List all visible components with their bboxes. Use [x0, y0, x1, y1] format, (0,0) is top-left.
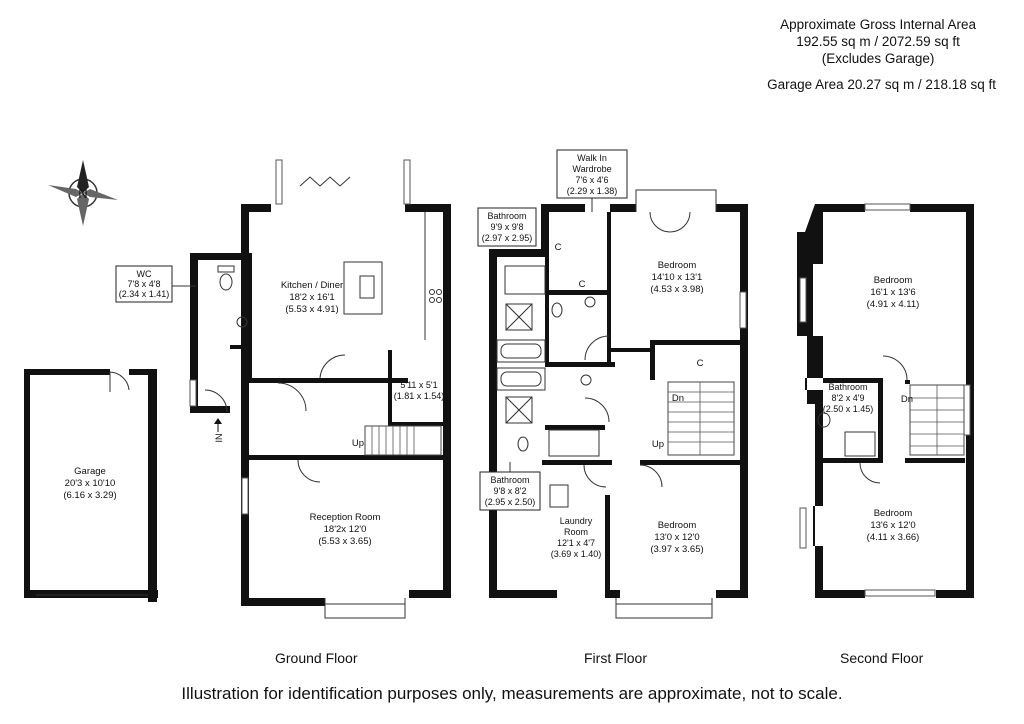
- bed4-imperial: 13'6 x 12'0: [870, 520, 915, 531]
- gross-internal-area: Approximate Gross Internal Area 192.55 s…: [780, 16, 976, 67]
- first-floor-plan: C C C Dn Up Bedroom 14'10 x 13'1 (4.53 x…: [477, 149, 748, 619]
- bed2-imperial: 13'0 x 12'0: [654, 532, 699, 543]
- area-value: 192.55 sq m / 2072.59 sq ft: [796, 34, 960, 49]
- compass-icon: N: [48, 160, 118, 226]
- laundry-name-2: Room: [564, 527, 588, 537]
- bath2-name: Bathroom: [490, 475, 529, 485]
- ground-floor-label: Ground Floor: [275, 650, 358, 666]
- wc-metric: (2.34 x 1.41): [119, 289, 170, 299]
- laundry-imperial: 12'1 x 4'7: [557, 538, 595, 548]
- reception-metric: (5.53 x 3.65): [318, 536, 371, 547]
- garage-area: Garage Area 20.27 sq m / 218.18 sq ft: [767, 77, 996, 92]
- area-title: Approximate Gross Internal Area: [780, 17, 976, 32]
- bath2-imperial: 9'8 x 8'2: [494, 486, 527, 496]
- bed3-metric: (4.91 x 4.11): [867, 299, 920, 310]
- bed3-imperial: 16'1 x 13'6: [870, 287, 915, 298]
- laundry-name-1: Laundry: [560, 516, 593, 526]
- walk-in-name-1: Walk In: [577, 153, 607, 163]
- bed4-name: Bedroom: [874, 508, 913, 519]
- wc-name: WC: [137, 269, 152, 279]
- compass-label: N: [78, 186, 87, 201]
- ground-floor-plan: IN Kitchen / Diner 18'2 x 16'1 (5.53 x 4…: [115, 159, 451, 619]
- bath3-metric: (2.50 x 1.45): [823, 404, 874, 414]
- garage-metric: (6.16 x 3.29): [63, 490, 116, 501]
- kitchen-metric: (5.53 x 4.91): [285, 304, 338, 315]
- second-stairs-down: Dn: [901, 394, 913, 405]
- bed1-imperial: 14'10 x 13'1: [652, 272, 703, 283]
- entrance-label: IN: [214, 434, 224, 443]
- bed2-metric: (3.97 x 3.65): [650, 544, 703, 555]
- bath1-imperial: 9'9 x 9'8: [491, 222, 524, 232]
- cupboard-label-2: C: [579, 279, 586, 290]
- wc-imperial: 7'8 x 4'8: [128, 279, 161, 289]
- kitchen-name: Kitchen / Diner: [281, 280, 343, 291]
- bed3-name: Bedroom: [874, 275, 913, 286]
- area-note: (Excludes Garage): [821, 51, 935, 66]
- garage-name: Garage: [74, 466, 106, 477]
- walk-in-name-2: Wardrobe: [572, 164, 611, 174]
- laundry-metric: (3.69 x 1.40): [551, 549, 602, 559]
- bed4-metric: (4.11 x 3.66): [867, 532, 920, 543]
- garage-imperial: 20'3 x 10'10: [65, 478, 116, 489]
- first-stairs-up: Up: [652, 439, 664, 450]
- reception-name: Reception Room: [310, 512, 381, 523]
- second-floor-label: Second Floor: [840, 650, 924, 666]
- bath3-name: Bathroom: [828, 382, 867, 392]
- garage-plan: Garage 20'3 x 10'10 (6.16 x 3.29): [24, 369, 158, 602]
- bed1-metric: (4.53 x 3.98): [650, 284, 703, 295]
- walk-in-metric: (2.29 x 1.38): [567, 186, 618, 196]
- first-stairs-down: Dn: [672, 393, 684, 404]
- bath3-imperial: 8'2 x 4'9: [832, 393, 865, 403]
- first-floor-label: First Floor: [584, 650, 647, 666]
- reception-imperial: 18'2x 12'0: [324, 524, 367, 535]
- second-floor-plan: Bedroom 16'1 x 13'6 (4.91 x 4.11) Bathro…: [797, 203, 974, 598]
- walk-in-imperial: 7'6 x 4'6: [576, 175, 609, 185]
- kitchen-imperial: 18'2 x 16'1: [289, 292, 334, 303]
- bath1-metric: (2.97 x 2.95): [482, 233, 533, 243]
- store-metric: (1.81 x 1.54): [394, 391, 445, 401]
- bath2-metric: (2.95 x 2.50): [485, 497, 536, 507]
- bath1-name: Bathroom: [487, 211, 526, 221]
- ground-stairs-up: Up: [352, 438, 364, 449]
- store-imperial: 5'11 x 5'1: [400, 380, 437, 390]
- bed2-name: Bedroom: [658, 520, 697, 531]
- disclaimer: Illustration for identification purposes…: [181, 684, 843, 703]
- bed1-name: Bedroom: [658, 260, 697, 271]
- cupboard-label-3: C: [697, 358, 704, 369]
- cupboard-label-1: C: [555, 242, 562, 253]
